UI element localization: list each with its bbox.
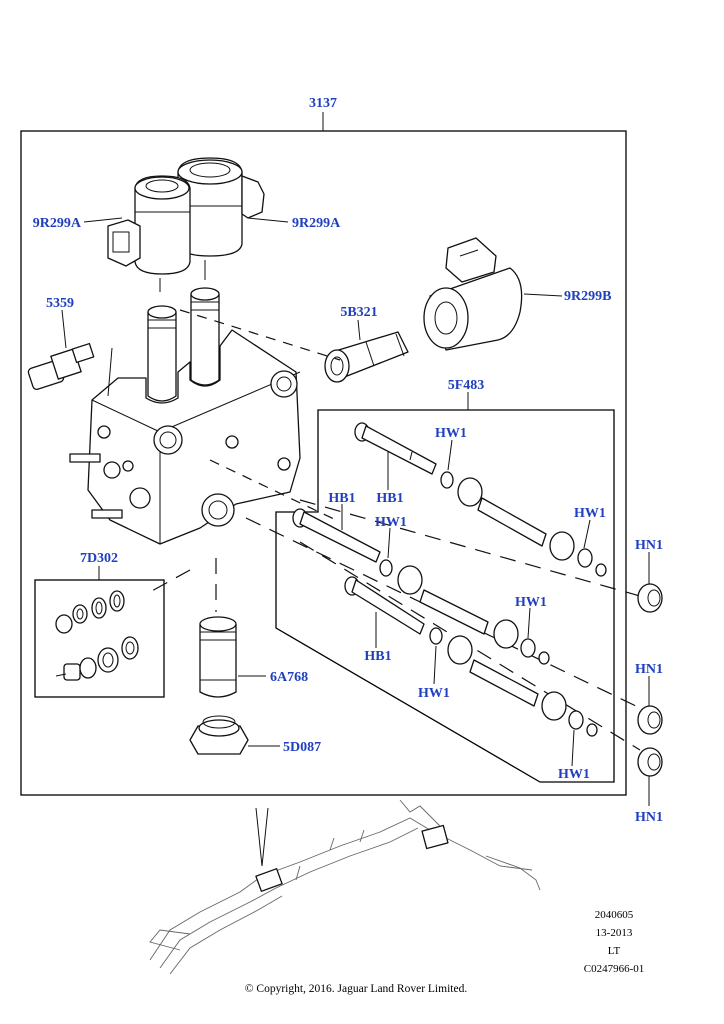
nut-lower	[637, 747, 663, 777]
callout-nut: HN1	[635, 810, 663, 825]
callout-washer: HW1	[515, 595, 547, 610]
vehicle-location-sketch	[149, 799, 541, 975]
spool-valve	[324, 331, 409, 383]
callout-washer: HW1	[574, 506, 606, 521]
spacer-set-lower	[429, 627, 598, 737]
callout-filter: 6A768	[270, 670, 308, 685]
callout-bolt: HB1	[328, 491, 355, 506]
callout-bolt-kit: 5F483	[448, 378, 485, 393]
bolt-upper	[354, 422, 437, 475]
spacer-set-middle	[379, 559, 550, 665]
pressure-sensor	[27, 342, 95, 391]
copyright-notice: © Copyright, 2016. Jaguar Land Rover Lim…	[245, 983, 468, 995]
bolt-middle	[292, 508, 381, 563]
meta-illustration-number: C0247966-01	[584, 963, 645, 975]
callout-washer: HW1	[375, 515, 407, 530]
callout-solenoid-left: 9R299A	[33, 216, 82, 231]
plug-nut	[189, 715, 249, 755]
bolt-lower	[344, 576, 425, 635]
meta-date: 13-2013	[596, 927, 633, 939]
callout-washer: HW1	[435, 426, 467, 441]
callout-solenoid-right: 9R299A	[292, 216, 341, 231]
callout-pressure-sensor: 5359	[46, 296, 74, 311]
callout-nut: HN1	[635, 538, 663, 553]
meta-side: LT	[608, 945, 621, 957]
valve-block	[69, 287, 301, 545]
bolt-kit-frame	[275, 409, 615, 783]
callout-spool-valve: 5B321	[340, 305, 377, 320]
filter-cartridge	[199, 616, 237, 698]
double-solenoid-coil	[107, 157, 265, 275]
callout-solenoid-single: 9R299B	[564, 289, 611, 304]
callout-nut: HN1	[635, 662, 663, 677]
seal-kit-parts	[55, 590, 139, 681]
callout-washer: HW1	[418, 686, 450, 701]
callout-bolt: HB1	[376, 491, 403, 506]
nut-middle	[637, 705, 663, 735]
callout-bolt: HB1	[364, 649, 391, 664]
callout-seal-kit: 7D302	[80, 551, 118, 566]
single-solenoid-coil	[423, 237, 523, 351]
callout-plug-nut: 5D087	[283, 740, 321, 755]
callout-washer: HW1	[558, 767, 590, 782]
meta-code: 2040605	[595, 909, 634, 921]
spacer-set-upper	[440, 471, 607, 577]
callout-assembly: 3137	[309, 96, 337, 111]
nut-upper	[637, 583, 663, 613]
